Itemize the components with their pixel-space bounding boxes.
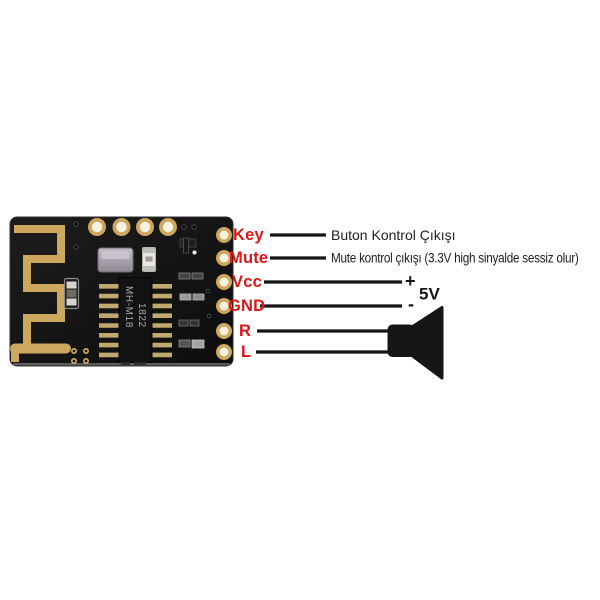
power-minus-sign: - [408, 294, 414, 314]
speaker-icon [387, 306, 444, 380]
pin-label-mute: Mute [229, 248, 269, 267]
power-voltage-label: 5V [419, 284, 440, 304]
bluetooth-module: MH-M18 1822 [9, 216, 234, 367]
antenna-trace [10, 225, 71, 362]
mounting-holes [73, 221, 212, 319]
pin-label-l: L [241, 342, 252, 361]
note-mute: Mute kontrol çıkışı (3.3V high sinyalde … [331, 250, 579, 266]
wires [256, 233, 402, 354]
main-chip: MH-M18 1822 [99, 277, 172, 363]
pin-label-key: Key [233, 225, 264, 244]
chip-marking-1: MH-M18 [123, 286, 134, 328]
power-plus-sign: + [405, 271, 416, 291]
chip-marking-2: 1822 [136, 303, 147, 328]
chip-body [118, 277, 153, 363]
pin-label-r: R [239, 321, 252, 340]
smd-cluster-right [178, 237, 205, 349]
footprint-pads [71, 348, 89, 364]
smd-capacitor-white [142, 247, 156, 272]
crystal-component [97, 247, 134, 273]
edge-pads [216, 227, 232, 360]
pin-label-gnd: GND [228, 296, 266, 315]
top-pads [88, 218, 177, 236]
solder-marks [121, 362, 146, 365]
note-key: Buton Kontrol Çıkışı [331, 227, 456, 243]
pin-label-vcc: Vcc [232, 272, 262, 291]
smd-component-left [63, 277, 80, 310]
